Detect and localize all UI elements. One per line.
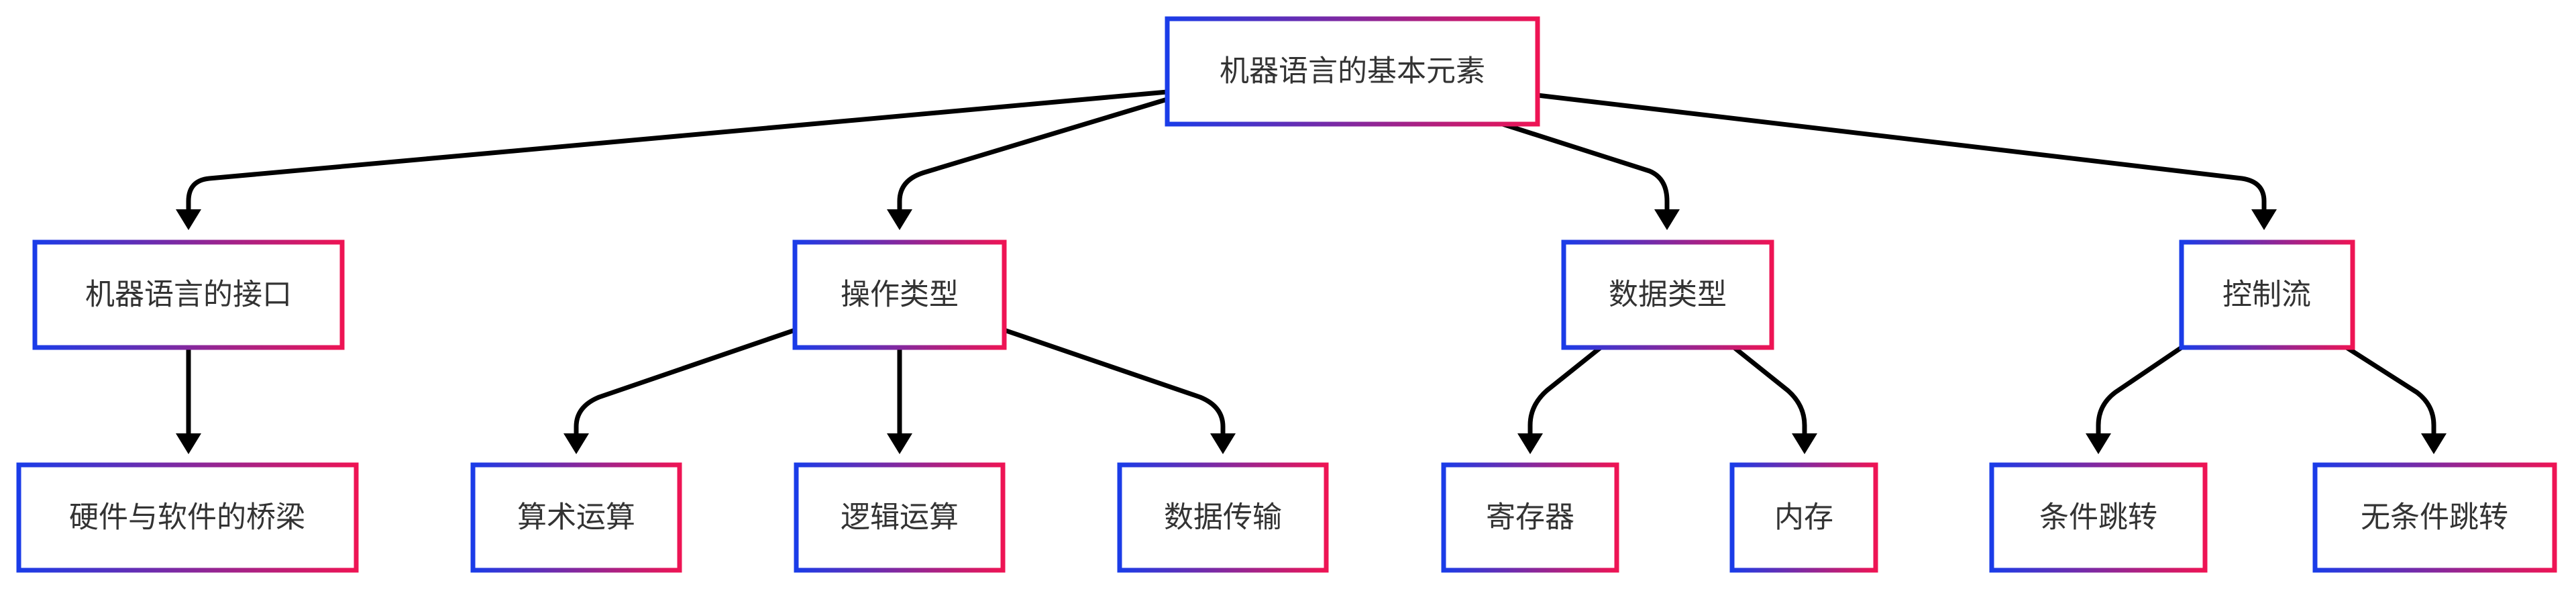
arrow-operation-transfer (1210, 433, 1236, 454)
node-unconditional-jump[interactable]: 无条件跳转 (2312, 462, 2557, 573)
node-interface[interactable]: 机器语言的接口 (32, 239, 345, 350)
edge-root-operation (897, 97, 1169, 213)
edge-root-control (1537, 93, 2267, 213)
node-data-types-label: 数据类型 (1609, 278, 1727, 312)
arrow-root-control (2251, 209, 2277, 230)
node-arithmetic-label: 算术运算 (517, 500, 635, 535)
node-unconditional-jump-label: 无条件跳转 (2361, 500, 2508, 535)
node-interface-label: 机器语言的接口 (85, 278, 292, 312)
node-register[interactable]: 寄存器 (1441, 462, 1619, 573)
node-operation-types-label: 操作类型 (841, 278, 959, 312)
node-memory[interactable]: 内存 (1729, 462, 1878, 573)
arrow-data-memory (1792, 433, 1817, 454)
arrow-operation-arithmetic (564, 433, 589, 454)
edges-layer (176, 89, 2447, 454)
arrow-operation-logic (887, 433, 912, 454)
edge-root-interface (186, 89, 1168, 213)
nodes-layer: 机器语言的基本元素 机器语言的接口 操作类型 数据类型 控制流 硬件与软件的桥梁… (16, 16, 2557, 573)
node-conditional-jump[interactable]: 条件跳转 (1989, 462, 2208, 573)
node-logic[interactable]: 逻辑运算 (794, 462, 1006, 573)
node-root-label: 机器语言的基本元素 (1220, 54, 1485, 89)
edge-operation-arithmetic (574, 327, 796, 437)
node-control-flow[interactable]: 控制流 (2179, 239, 2355, 350)
arrow-interface-bridge (176, 433, 201, 454)
edge-data-register (1527, 345, 1603, 437)
node-conditional-jump-label: 条件跳转 (2039, 500, 2157, 535)
node-data-transfer[interactable]: 数据传输 (1117, 462, 1329, 573)
arrow-root-data (1654, 209, 1680, 230)
node-control-flow-label: 控制流 (2222, 278, 2311, 312)
edge-root-data (1501, 121, 1670, 213)
edge-data-memory (1732, 345, 1807, 437)
node-root[interactable]: 机器语言的基本元素 (1165, 16, 1540, 127)
node-operation-types[interactable]: 操作类型 (792, 239, 1007, 350)
arrow-data-register (1517, 433, 1543, 454)
edge-operation-transfer (1003, 327, 1226, 437)
node-arithmetic[interactable]: 算术运算 (470, 462, 682, 573)
node-register-label: 寄存器 (1486, 500, 1574, 535)
node-memory-label: 内存 (1774, 500, 1833, 535)
node-data-transfer-label: 数据传输 (1164, 500, 1282, 535)
arrow-root-interface (176, 209, 201, 230)
node-bridge[interactable]: 硬件与软件的桥梁 (16, 462, 359, 573)
arrow-control-unconditional (2421, 433, 2447, 454)
node-logic-label: 逻辑运算 (841, 500, 959, 535)
edge-control-unconditional (2345, 345, 2436, 437)
node-data-types[interactable]: 数据类型 (1561, 239, 1774, 350)
edge-control-conditional (2096, 345, 2183, 437)
arrow-root-operation (887, 209, 912, 230)
arrow-control-conditional (2086, 433, 2111, 454)
node-bridge-label: 硬件与软件的桥梁 (69, 500, 305, 535)
